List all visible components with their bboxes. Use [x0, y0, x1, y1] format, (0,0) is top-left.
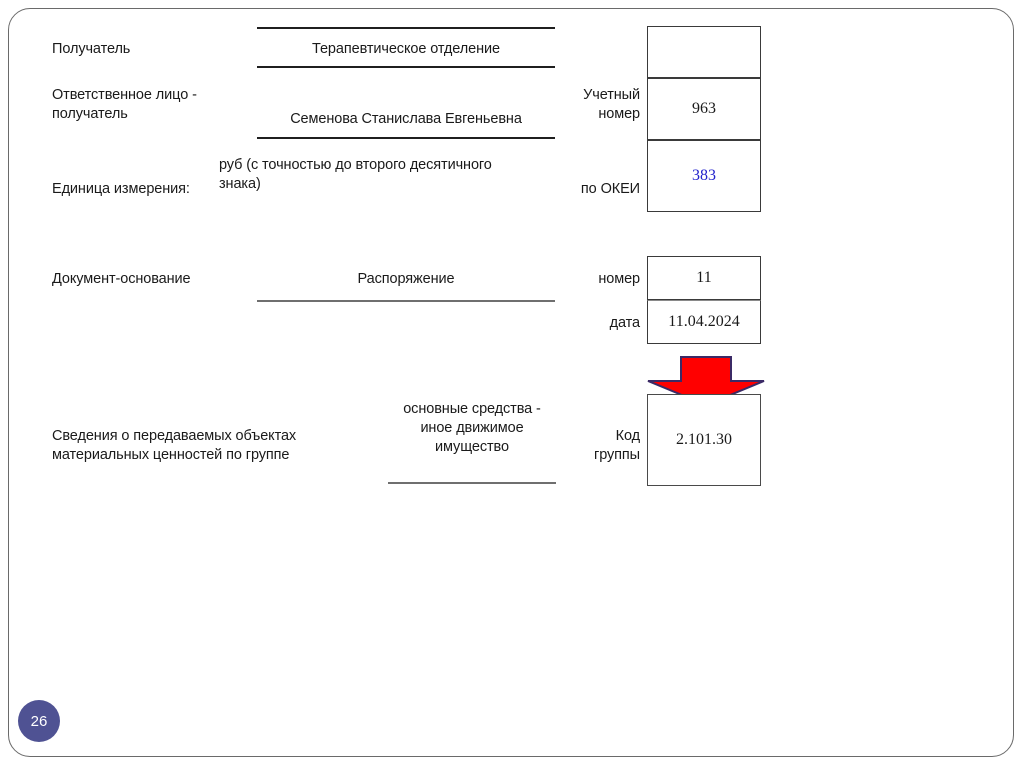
rule-basis-document — [257, 300, 555, 302]
label-group-code: Код группы — [594, 428, 640, 463]
cell-okei-code[interactable]: 383 — [647, 140, 761, 212]
label-unit-of-measure: Единица измерения: — [52, 181, 190, 197]
rule-responsible-person — [257, 137, 555, 139]
label-responsible-person: Ответственное лицо - получатель — [52, 87, 197, 122]
down-arrow-icon — [647, 356, 765, 407]
cell-account-number[interactable]: 963 — [647, 78, 761, 140]
rule-recipient-top — [257, 27, 555, 29]
cell-doc-date[interactable]: 11.04.2024 — [647, 300, 761, 344]
label-recipient: Получатель — [52, 41, 131, 57]
rule-transferred-objects — [388, 482, 556, 484]
label-basis-document: Документ-основание — [52, 271, 191, 287]
down-arrow-shape — [647, 356, 765, 407]
value-basis-document[interactable]: Распоряжение — [357, 271, 455, 287]
value-unit-of-measure[interactable]: руб (с точностью до второго десятичного … — [219, 157, 492, 192]
value-transferred-objects[interactable]: основные средства - иное движимое имущес… — [403, 401, 541, 455]
rule-recipient-bottom — [257, 66, 555, 68]
label-doc-date: дата — [609, 315, 640, 331]
cell-group-code[interactable]: 2.101.30 — [647, 394, 761, 486]
value-responsible-person[interactable]: Семенова Станислава Евгеньевна — [290, 111, 522, 127]
label-transferred-objects: Сведения о передаваемых объектах материа… — [52, 428, 297, 463]
value-recipient[interactable]: Терапевтическое отделение — [312, 41, 500, 57]
cell-doc-number[interactable]: 11 — [647, 256, 761, 300]
label-okei: по ОКЕИ — [580, 181, 640, 197]
page-number-badge: 26 — [18, 700, 60, 742]
label-doc-number: номер — [598, 271, 640, 287]
cell-empty-top[interactable] — [647, 26, 761, 78]
label-account-number: Учетный номер — [583, 87, 640, 122]
